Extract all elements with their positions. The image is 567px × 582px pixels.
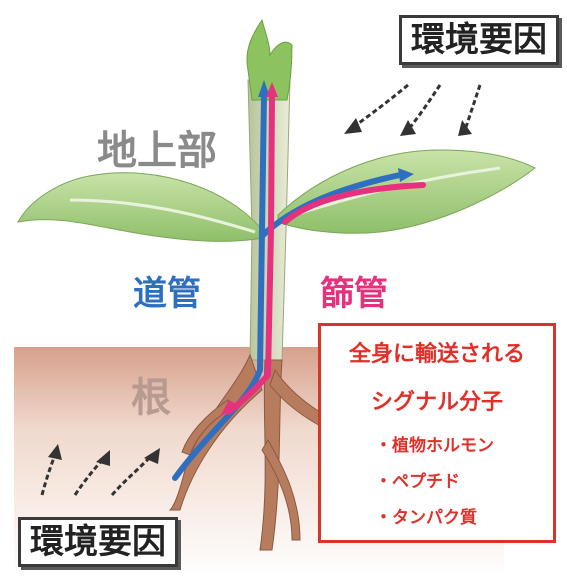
signal-molecules-box: 全身に輸送される シグナル分子 ・植物ホルモン ・ペプチド ・タンパク質 <box>318 323 556 543</box>
xylem-label: 道管 <box>133 274 201 314</box>
environment-factor-bottom: 環境要因 <box>18 517 178 567</box>
signal-item-protein: ・タンパク質 <box>375 508 477 528</box>
signal-item-plant-hormone: ・植物ホルモン <box>375 436 494 456</box>
top-bud <box>246 18 293 101</box>
phloem-label: 篩管 <box>320 274 388 314</box>
env-arrows-top <box>351 83 482 131</box>
signal-title-line1: 全身に輸送される <box>348 342 525 367</box>
above-ground-label: 地上部 <box>97 128 217 174</box>
right-leaf <box>277 149 536 234</box>
root-label: 根 <box>131 375 171 421</box>
signal-title-line2: シグナル分子 <box>370 390 503 415</box>
environment-factor-top: 環境要因 <box>399 15 559 65</box>
phloem-path <box>219 82 426 418</box>
signal-item-peptide: ・ペプチド <box>375 472 460 492</box>
left-leaf <box>17 172 263 242</box>
